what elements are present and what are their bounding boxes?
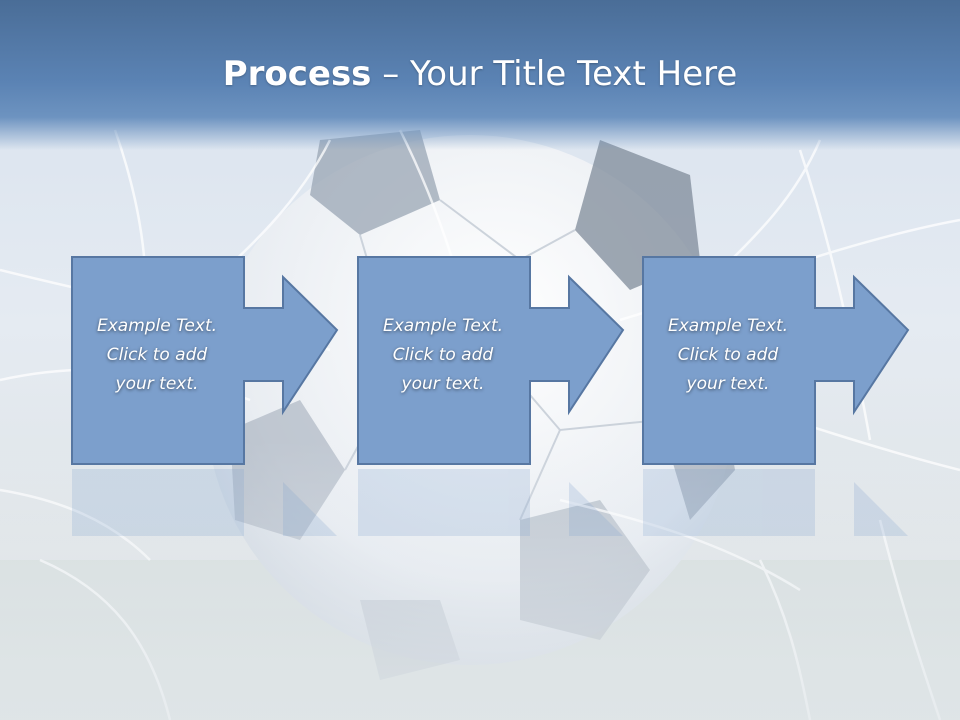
arrow-box-reflection bbox=[358, 469, 623, 536]
arrow-box-shape bbox=[71, 256, 339, 536]
title-bar bbox=[0, 0, 960, 150]
arrow-box-reflection bbox=[643, 469, 908, 536]
process-step-2[interactable]: Example Text. Click to add your text. bbox=[357, 256, 627, 536]
arrow-box bbox=[642, 256, 910, 465]
arrow-box bbox=[71, 256, 339, 465]
slide-title[interactable]: Process – Your Title Text Here bbox=[0, 52, 960, 96]
title-bold: Process bbox=[222, 54, 372, 94]
step-text[interactable]: Example Text. Click to add your text. bbox=[382, 316, 504, 394]
arrow-box-shape bbox=[357, 256, 625, 536]
process-step-3[interactable]: Example Text. Click to add your text. bbox=[642, 256, 912, 536]
arrow-box-shape bbox=[642, 256, 910, 536]
process-step-1[interactable]: Example Text. Click to add your text. bbox=[71, 256, 341, 536]
step-text[interactable]: Example Text. Click to add your text. bbox=[667, 316, 789, 394]
title-rest: – Your Title Text Here bbox=[371, 54, 738, 94]
step-text[interactable]: Example Text. Click to add your text. bbox=[96, 316, 218, 394]
arrow-box bbox=[357, 256, 625, 465]
arrow-box-reflection bbox=[72, 469, 337, 536]
